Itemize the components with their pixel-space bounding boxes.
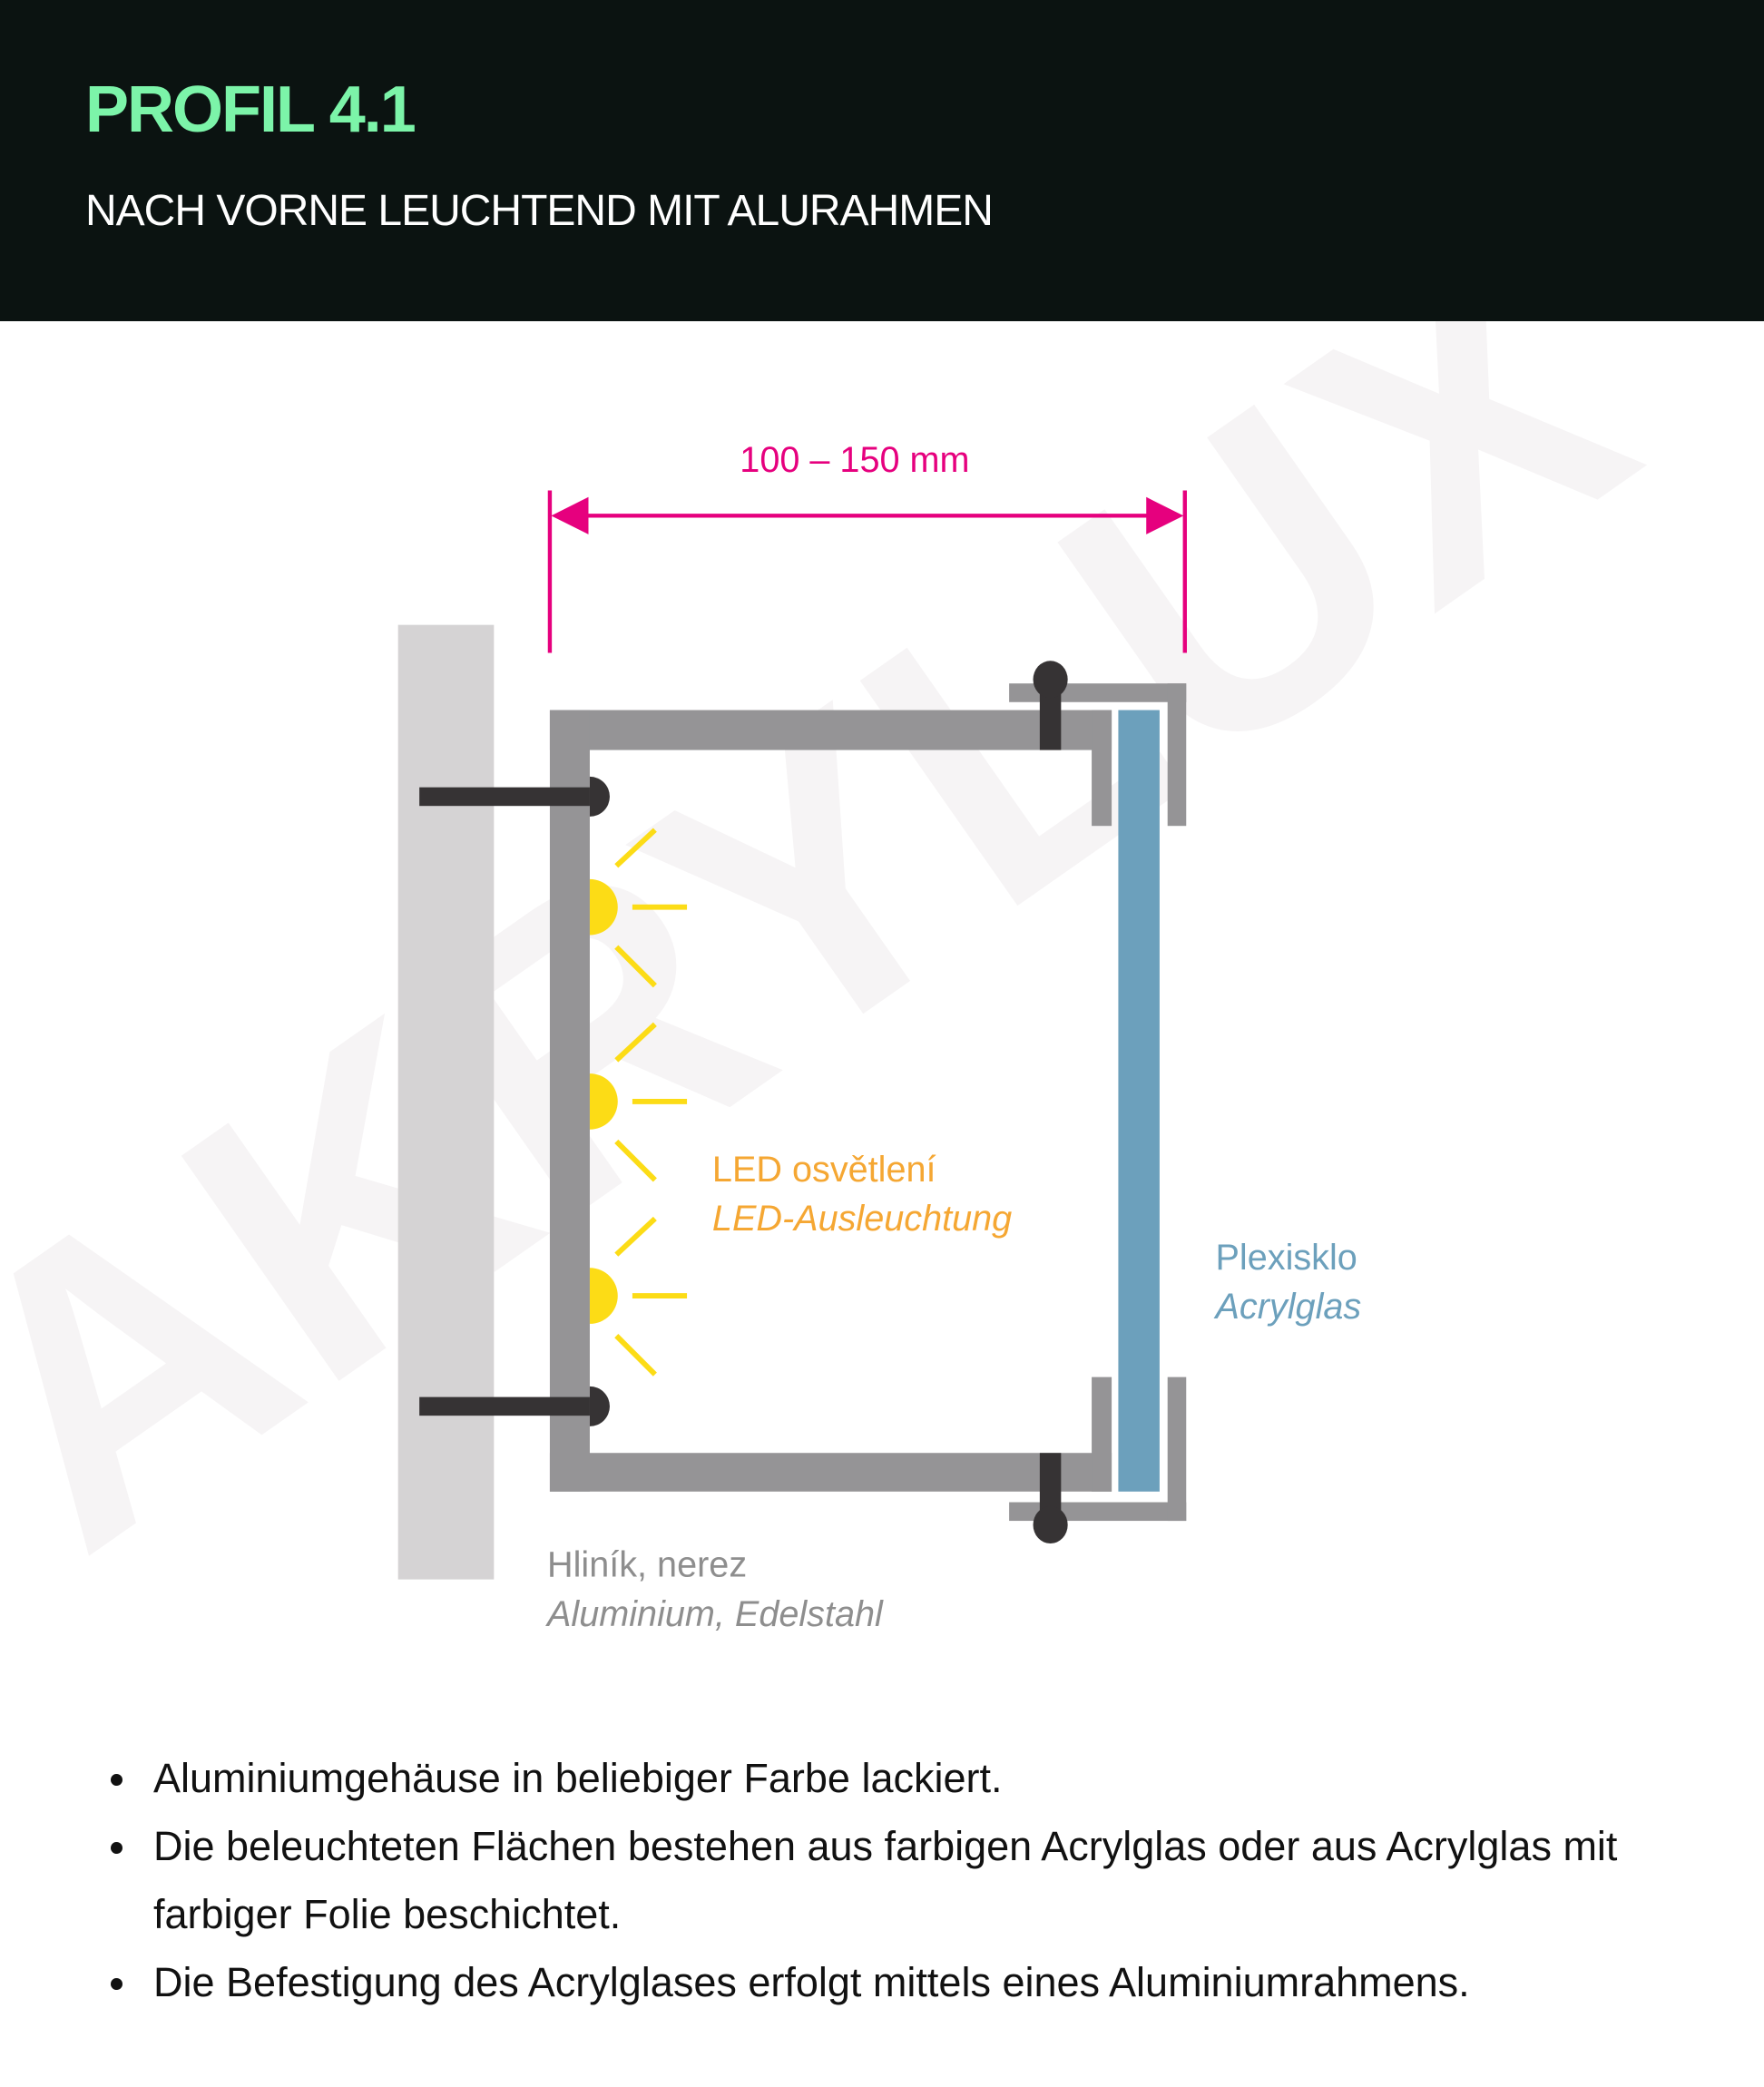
acrylic-label-de: Acrylglas <box>1214 1287 1362 1327</box>
led-label-de: LED-Ausleuchtung <box>712 1199 1012 1239</box>
led-icon <box>589 1022 688 1182</box>
list-item: Aluminiumgehäuse in beliebiger Farbe lac… <box>109 1744 1724 1812</box>
led-icon <box>589 1216 688 1377</box>
dimension-indicator: 100 – 150 mm <box>547 440 1187 653</box>
profile-diagram: AKRYLUX 100 – 150 mm <box>0 321 1700 1634</box>
arrow-right-icon <box>1146 496 1184 534</box>
led-icon <box>589 828 688 988</box>
arrow-left-icon <box>551 496 589 534</box>
led-lights <box>589 828 688 1377</box>
wall <box>397 624 495 1580</box>
acrylic-label: Plexisklo <box>1216 1238 1357 1278</box>
aluminium-housing <box>549 710 1112 1492</box>
acrylic-panel <box>1118 710 1160 1492</box>
list-item: Die beleuchteten Flächen bestehen aus fa… <box>109 1812 1724 1948</box>
dimension-label: 100 – 150 mm <box>740 440 969 480</box>
led-label: LED osvětlení <box>712 1150 936 1190</box>
list-item: Die Befestigung des Acrylglases erfolgt … <box>109 1948 1724 2016</box>
feature-list: Aluminiumgehäuse in beliebiger Farbe lac… <box>109 1744 1724 2016</box>
page-title: PROFIL 4.1 <box>85 73 416 146</box>
watermark: AKRYLUX <box>0 321 1700 1631</box>
page-subtitle: NACH VORNE LEUCHTEND MIT ALURAHMEN <box>85 187 994 235</box>
material-label-de: Aluminium, Edelstahl <box>545 1594 884 1634</box>
material-label: Hliník, nerez <box>547 1545 747 1585</box>
screws <box>419 661 1068 1544</box>
header-banner: PROFIL 4.1 NACH VORNE LEUCHTEND MIT ALUR… <box>0 0 1764 321</box>
